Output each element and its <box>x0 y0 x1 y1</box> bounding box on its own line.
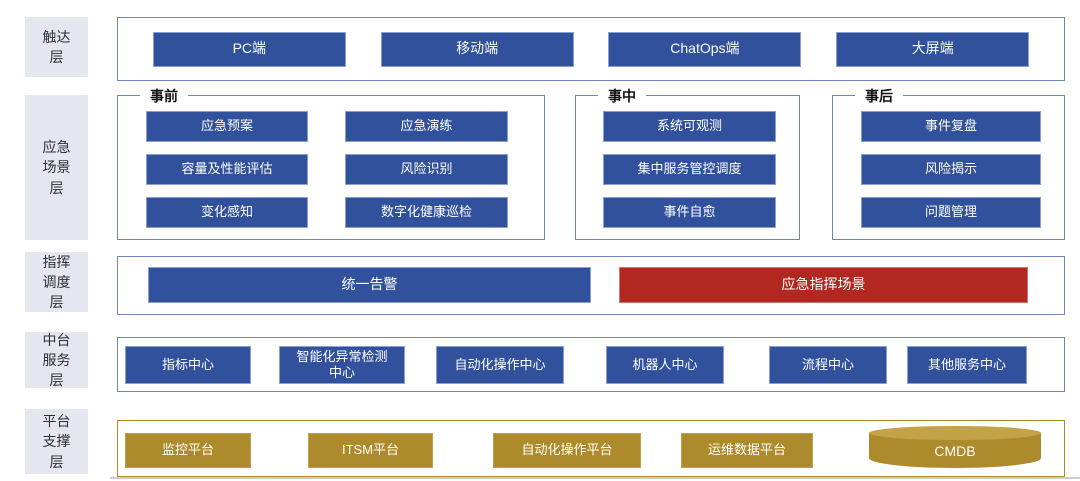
emergency-command-scenario-box: 应急指挥场景 <box>619 267 1028 303</box>
incident-self-healing-box: 事件自愈 <box>603 197 776 228</box>
bigscreen-client-box: 大屏端 <box>836 31 1030 67</box>
capacity-performance-eval-box: 容量及性能评估 <box>146 154 308 185</box>
digital-health-inspection-box: 数字化健康巡检 <box>345 197 508 228</box>
robot-center-box: 机器人中心 <box>606 346 724 384</box>
automation-ops-platform-box: 自动化操作平台 <box>493 433 641 468</box>
itsm-platform-box: ITSM平台 <box>308 433 433 468</box>
phase-group-during-title: 事中 <box>598 86 646 106</box>
phase-group-before: 事前 应急预案 应急演练 容量及性能评估 风险识别 变化感知 数字化健康巡检 <box>117 86 545 240</box>
risk-disclosure-box: 风险揭示 <box>861 154 1041 185</box>
metric-center-box: 指标中心 <box>125 346 251 384</box>
system-observability-box: 系统可观测 <box>603 111 776 142</box>
emergency-drill-box: 应急演练 <box>345 111 508 142</box>
midservice-layer-panel: 指标中心 智能化异常检测 中心 自动化操作中心 机器人中心 流程中心 其他服务中… <box>117 337 1065 392</box>
bottom-divider <box>110 477 1080 479</box>
process-center-box: 流程中心 <box>769 346 887 384</box>
monitoring-platform-box: 监控平台 <box>125 433 251 468</box>
layer-label-support: 平台 支撑 层 <box>25 409 88 474</box>
layer-label-midservice: 中台 服务 层 <box>25 332 88 388</box>
phase-group-during: 事中 系统可观测 集中服务管控调度 事件自愈 <box>575 86 800 240</box>
chatops-client-box: ChatOps端 <box>608 31 802 67</box>
risk-identification-box: 风险识别 <box>345 154 508 185</box>
cmdb-label: CMDB <box>934 442 976 459</box>
support-layer-panel: 监控平台 ITSM平台 自动化操作平台 运维数据平台 CMDB <box>117 420 1065 477</box>
cmdb-database-cylinder: CMDB <box>869 426 1041 468</box>
unified-alerting-box: 统一告警 <box>148 267 591 303</box>
layer-label-command: 指挥 调度 层 <box>25 252 88 312</box>
command-layer-panel: 统一告警 应急指挥场景 <box>117 256 1065 315</box>
phase-group-after-title: 事后 <box>855 86 903 106</box>
phase-group-before-title: 事前 <box>140 86 188 106</box>
phase-group-after: 事后 事件复盘 风险揭示 问题管理 <box>832 86 1065 240</box>
anomaly-detection-center-box: 智能化异常检测 中心 <box>279 346 405 384</box>
layer-label-touch: 触达 层 <box>25 17 88 77</box>
layer-label-scenario: 应急 场景 层 <box>25 95 88 240</box>
pc-client-box: PC端 <box>152 31 346 67</box>
change-awareness-box: 变化感知 <box>146 197 308 228</box>
automation-ops-center-box: 自动化操作中心 <box>436 346 564 384</box>
mobile-client-box: 移动端 <box>380 31 574 67</box>
ops-data-platform-box: 运维数据平台 <box>681 433 813 468</box>
touch-layer-panel: PC端 移动端 ChatOps端 大屏端 <box>117 17 1065 81</box>
emergency-plan-box: 应急预案 <box>146 111 308 142</box>
other-service-center-box: 其他服务中心 <box>907 346 1027 384</box>
centralized-service-control-box: 集中服务管控调度 <box>603 154 776 185</box>
problem-management-box: 问题管理 <box>861 197 1041 228</box>
incident-review-box: 事件复盘 <box>861 111 1041 142</box>
